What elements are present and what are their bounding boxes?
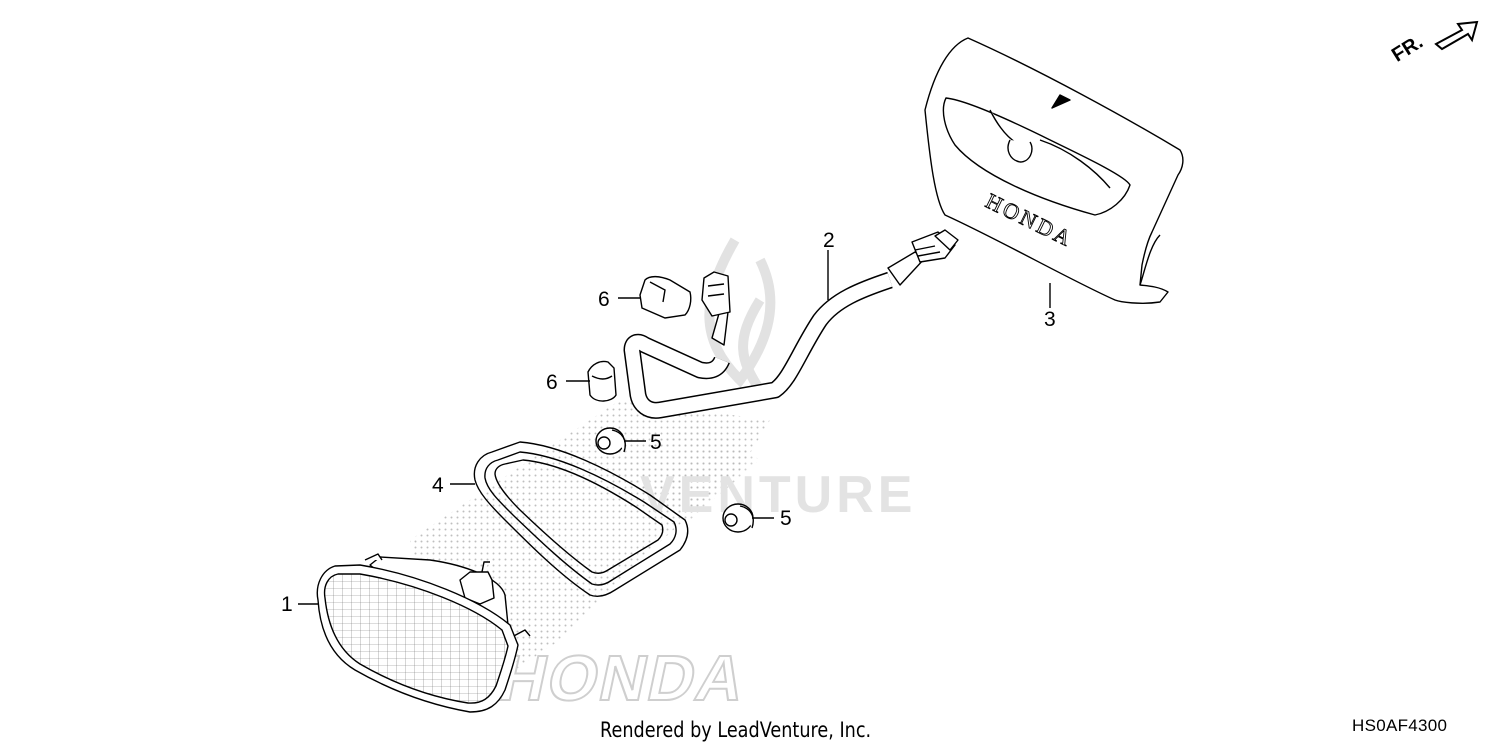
callout-5-lower: 5 (780, 507, 792, 530)
part-6-clip-lower[interactable] (587, 360, 617, 402)
callout-1: 1 (281, 593, 293, 616)
part-5-grommet-upper[interactable] (595, 427, 626, 455)
diagram-code: HS0AF4300 (1352, 716, 1448, 735)
callout-6-lower: 6 (546, 371, 558, 394)
fr-arrow-icon (1434, 20, 1479, 51)
part-1-tail-lamp[interactable] (316, 553, 531, 713)
callout-5-upper: 5 (650, 431, 662, 454)
leader-lines (298, 250, 1051, 605)
callout-6-upper: 6 (598, 288, 610, 311)
part-4-gasket[interactable] (473, 441, 689, 598)
part-3-rear-cover[interactable]: HONDA (924, 37, 1184, 304)
part-6-clip-upper[interactable] (639, 275, 692, 319)
callout-4: 4 (432, 474, 444, 497)
svg-text:HONDA: HONDA (493, 642, 753, 714)
part-2-wire-harness[interactable] (623, 229, 959, 419)
callout-2: 2 (823, 229, 835, 252)
footer-credit: Rendered by LeadVenture, Inc. (600, 718, 872, 742)
part-5-grommet-lower[interactable] (722, 503, 754, 533)
svg-text:VENTURE: VENTURE (640, 466, 916, 524)
watermark-honda-wordmark: HONDA (492, 641, 754, 715)
callout-3: 3 (1044, 308, 1056, 331)
watermark-venture-text: VENTURE (640, 466, 916, 524)
